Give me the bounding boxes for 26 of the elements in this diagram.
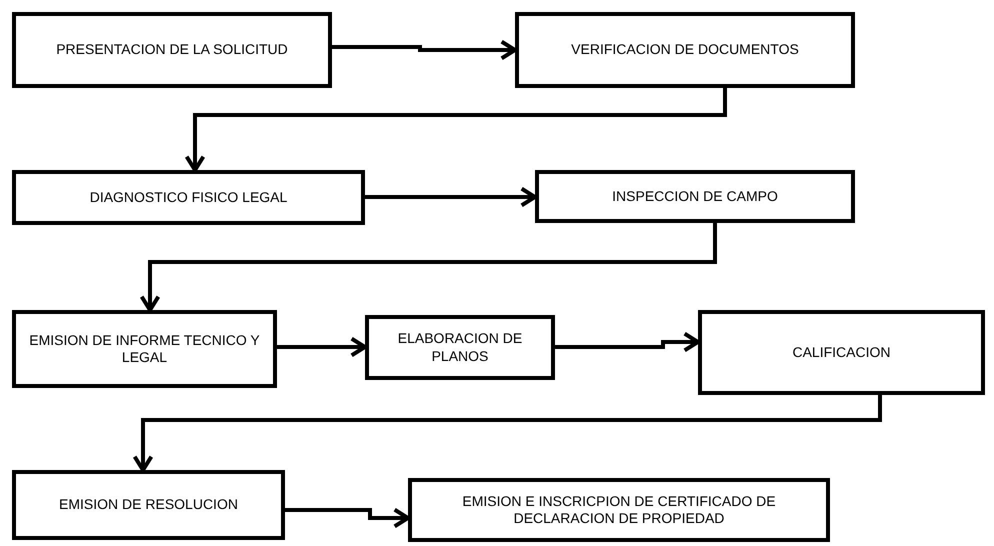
process-box: [12, 310, 277, 388]
process-box: [365, 315, 555, 380]
process-box: [535, 170, 855, 223]
box-label: DIAGNOSTICO FISICO LEGAL: [88, 188, 288, 206]
process-box: [12, 170, 365, 225]
process-box: [408, 478, 830, 542]
box-label: EMISION E INSCRICPION DE CERTIFICADO DE DECLARACION DE PROPIEDAD: [461, 492, 777, 528]
box-label: EMISION DE RESOLUCION: [58, 496, 239, 514]
arrow: [555, 332, 700, 352]
process-box: [12, 12, 332, 88]
arrow: [140, 223, 717, 312]
arrow: [285, 508, 410, 528]
process-box: [515, 12, 855, 88]
arrow: [277, 336, 367, 358]
box-label: PRESENTACION DE LA SOLICITUD: [55, 41, 289, 59]
box-label: EMISION DE INFORME TECNICO Y LEGAL: [28, 332, 261, 366]
process-box: [698, 310, 985, 395]
arrow: [184, 88, 727, 172]
process-box: [12, 470, 285, 540]
arrow: [332, 40, 517, 60]
box-label: CALIFICACION: [791, 344, 892, 362]
arrow: [365, 186, 537, 208]
arrow: [132, 395, 882, 472]
box-label: INSPECCION DE CAMPO: [611, 188, 779, 206]
box-label: ELABORACION DE PLANOS: [396, 330, 524, 365]
box-label: VERIFICACION DE DOCUMENTOS: [570, 41, 800, 59]
